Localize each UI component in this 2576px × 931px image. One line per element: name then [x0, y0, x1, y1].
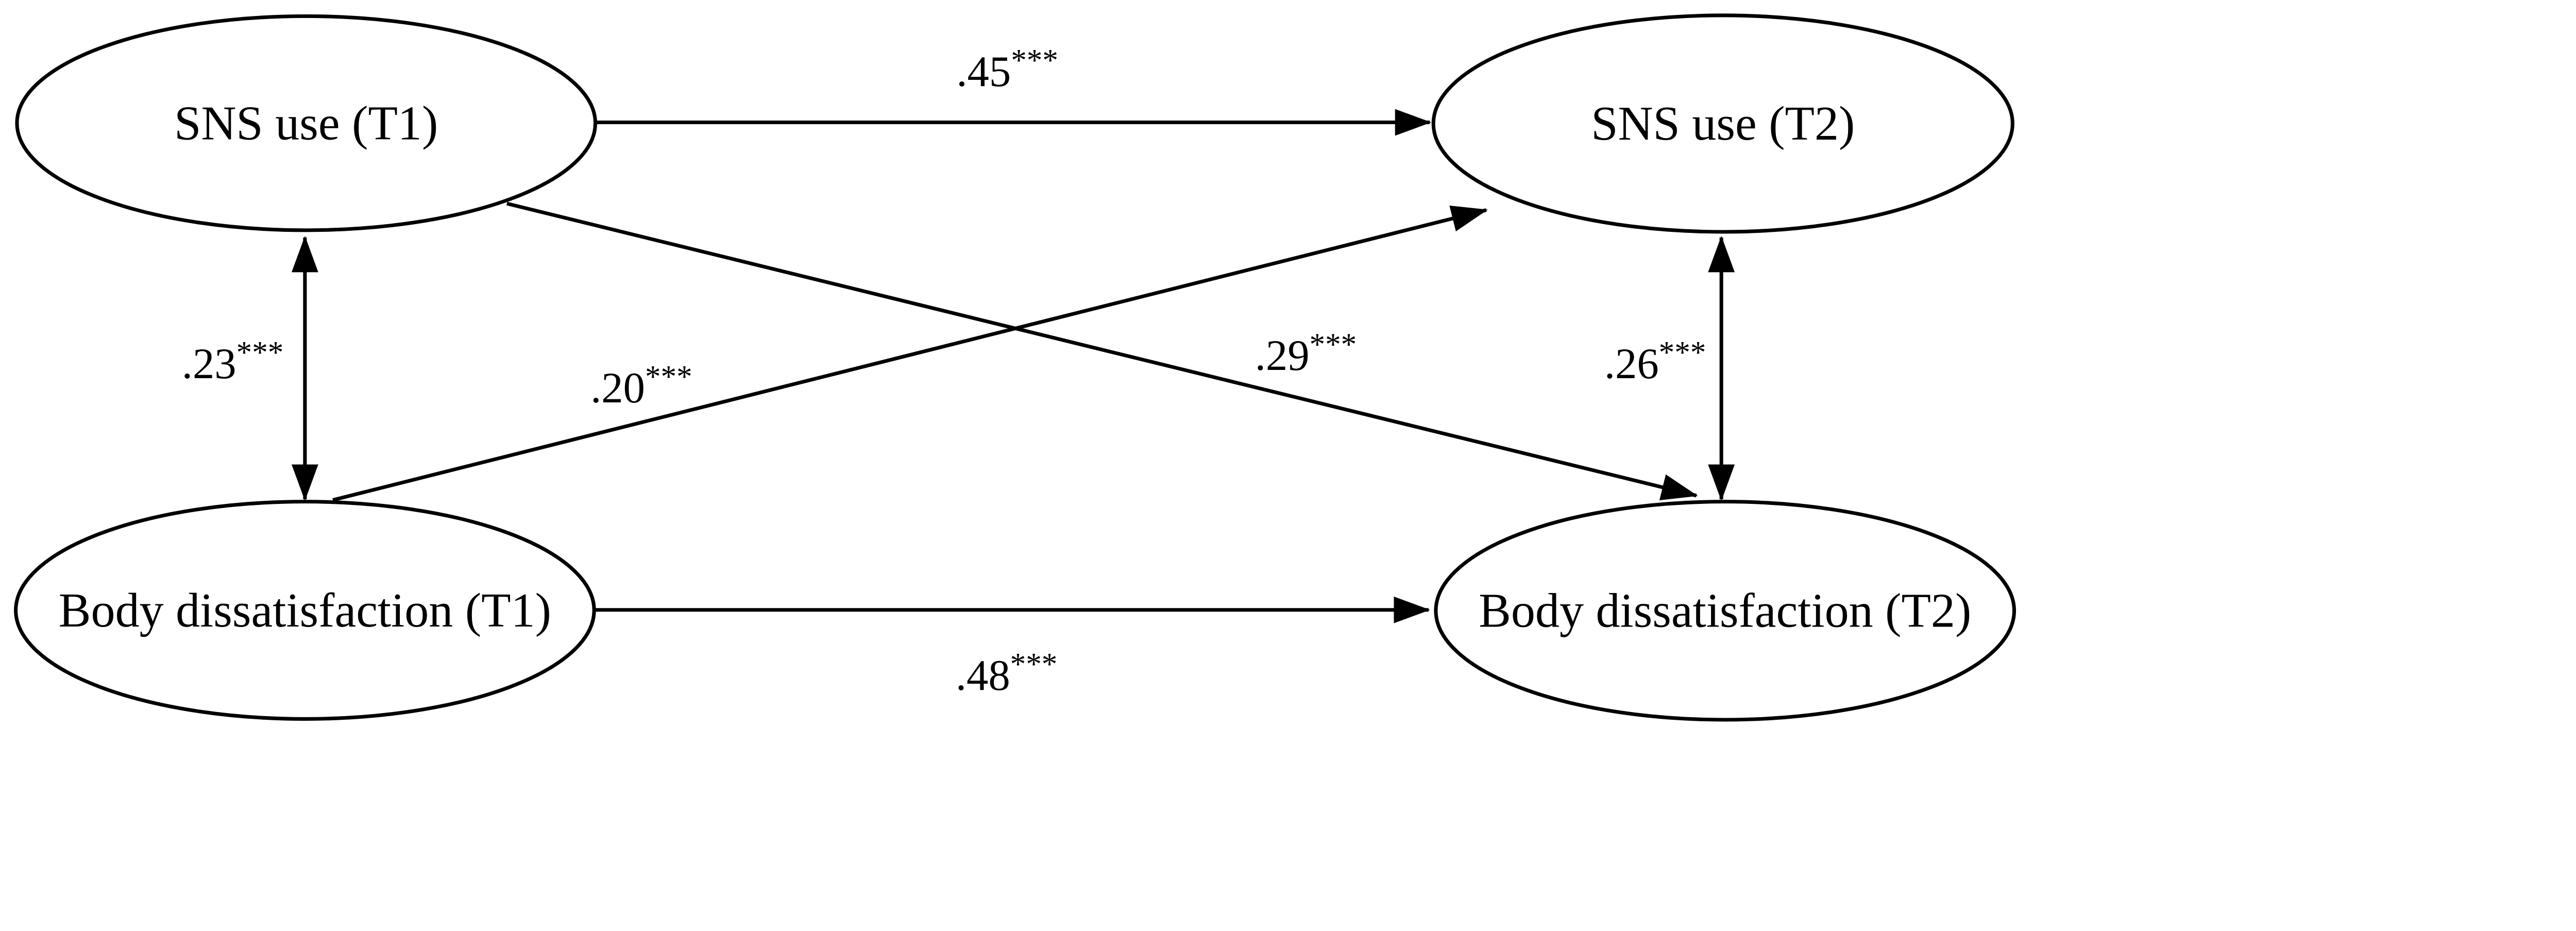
coef-value: .45: [956, 48, 1011, 96]
coef-value: .48: [956, 652, 1010, 700]
coef-stars: ***: [1310, 327, 1357, 362]
coef-stars: ***: [236, 335, 284, 370]
coef-label-bd-t1-to-bd-t2: .48***: [956, 647, 1058, 700]
coef-label-corr-t1: .23***: [182, 335, 284, 388]
coef-label-sns-t1-to-sns-t2: .45***: [956, 43, 1058, 96]
cross-lagged-path-diagram: SNS use (T1) SNS use (T2) Body dissatisf…: [14, 13, 2016, 722]
path-arrow-bd-t1-to-sns-t2: [332, 205, 1488, 502]
path-arrow-sns-t1-to-bd-t2: [506, 201, 1698, 500]
node-label-body-dissatisfaction-t1: Body dissatisfaction (T1): [59, 584, 551, 637]
coef-value: .20: [590, 364, 645, 412]
node-ellipse-sns-use-t1: [15, 14, 598, 232]
figure-container: SNS use (T1) SNS use (T2) Body dissatisf…: [14, 13, 2016, 722]
coef-label-bd-t1-to-sns-t2: .20***: [590, 360, 692, 412]
coef-label-sns-t1-to-bd-t2: .29***: [1255, 327, 1357, 380]
node-label-sns-use-t2: SNS use (T2): [1591, 97, 1855, 150]
coef-stars: ***: [1011, 43, 1058, 78]
coef-value: .26: [1604, 340, 1659, 388]
coef-stars: ***: [1659, 335, 1706, 370]
coef-value: .23: [182, 340, 236, 388]
coef-label-corr-t2: .26***: [1604, 335, 1706, 388]
node-ellipse-body-dissatisfaction-t1: [14, 500, 596, 721]
coef-value: .29: [1255, 332, 1310, 380]
coef-stars: ***: [1010, 647, 1058, 682]
node-ellipse-body-dissatisfaction-t2: [1434, 500, 2016, 722]
coef-stars: ***: [645, 360, 692, 394]
node-label-sns-use-t1: SNS use (T1): [174, 96, 438, 150]
node-label-body-dissatisfaction-t2: Body dissatisfaction (T2): [1479, 584, 1971, 638]
node-ellipse-sns-use-t2: [1431, 13, 2014, 234]
